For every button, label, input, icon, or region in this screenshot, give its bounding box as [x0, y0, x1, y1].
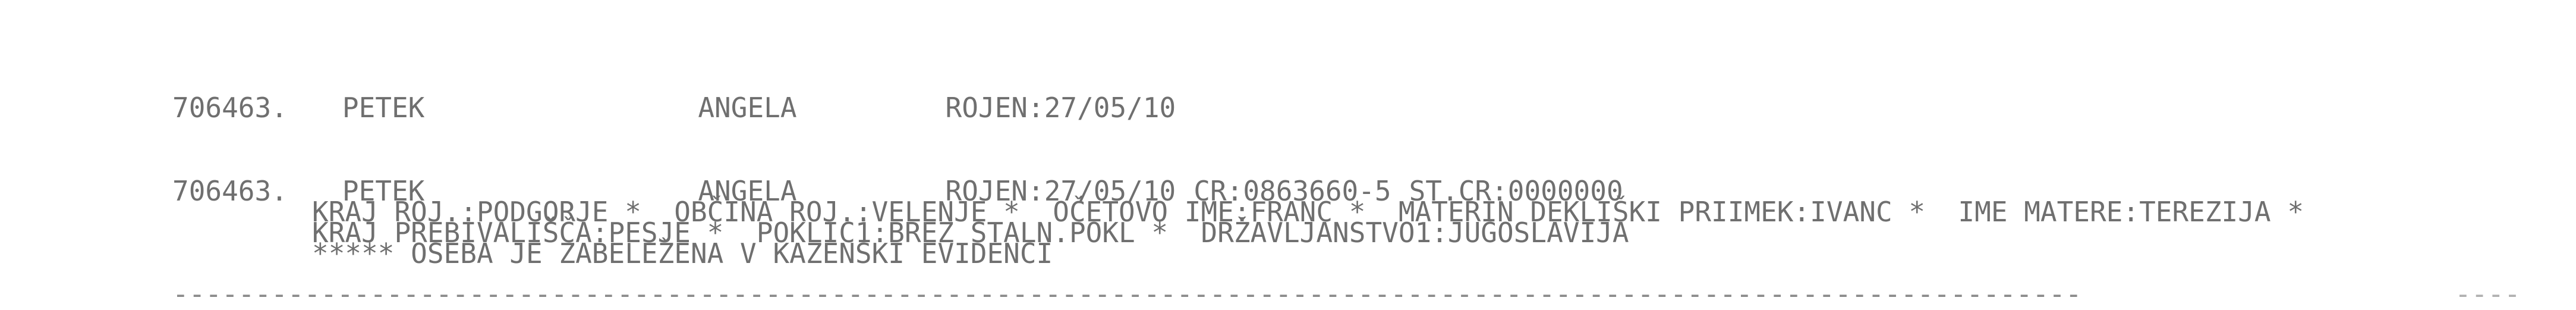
detail-criminal-record-note: ***** OSEBA JE ZABELEŽENA V KAZENSKI EVI…	[312, 237, 1053, 270]
detail-record-birth-date: ROJEN:27/05/10	[945, 175, 1176, 207]
detail-record-given-name: ANGELA	[698, 175, 797, 207]
detail-record-surname: PETEK	[342, 175, 425, 207]
dashed-separator-end: ----	[2455, 278, 2521, 310]
detail-birth-parents-line: KRAJ ROJ.:PODGORJE * OBČINA ROJ.:VELENJE…	[312, 196, 2304, 228]
detail-record-st-cr: ST.CR:0000000	[1409, 175, 1623, 207]
detail-residence-line: KRAJ PREBIVALIŠČA:PESJE * POKLIC1:BREZ S…	[312, 217, 1629, 249]
detail-record-cr: CR:0863660-5	[1193, 175, 1391, 207]
record-number: 706463.	[172, 92, 288, 124]
summary-record-line: 706463. PETEK ANGELA ROJEN:27/05/10	[172, 94, 1176, 121]
detail-record-header-line: 706463. PETEK ANGELA ROJEN:27/05/10 CR:08636…	[172, 177, 1623, 205]
record-surname: PETEK	[342, 92, 425, 124]
record-birth-date: ROJEN:27/05/10	[945, 92, 1176, 124]
dashed-separator: ----------------------------------------…	[172, 278, 2082, 310]
scanned-document-page: 706463. PETEK ANGELA ROJEN:27/05/10 706463.…	[172, 94, 2521, 308]
detail-record-number: 706463.	[172, 175, 288, 207]
record-given-name: ANGELA	[698, 92, 797, 124]
